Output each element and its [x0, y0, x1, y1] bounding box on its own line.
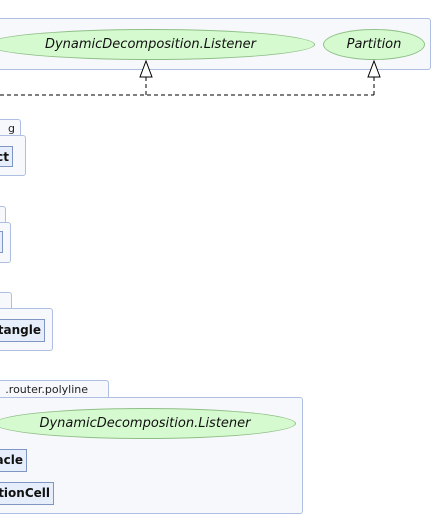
interface-label: DynamicDecomposition.Listener [39, 416, 251, 431]
package-name: .router.polyline [5, 383, 88, 396]
class-node[interactable]: ct [0, 146, 13, 167]
class-label: tangle [0, 323, 41, 337]
class-label: acle [0, 453, 23, 467]
class-label: tionCell [0, 486, 50, 500]
class-node[interactable]: tionCell [0, 482, 54, 505]
package-tab[interactable] [0, 292, 12, 309]
realization-arrowhead-icon [139, 59, 153, 78]
interface-label: Partition [346, 37, 402, 52]
package-tab[interactable]: g [0, 119, 21, 136]
package-2[interactable] [0, 222, 11, 263]
class-node[interactable] [0, 231, 3, 253]
interface-label: DynamicDecomposition.Listener [44, 37, 257, 52]
package-name: g [8, 122, 15, 135]
package-tab[interactable] [0, 206, 6, 223]
class-label: ct [0, 150, 9, 164]
interface-dynamic-decomposition-listener[interactable]: DynamicDecomposition.Listener [0, 408, 296, 439]
class-node[interactable]: acle [0, 449, 27, 472]
interface-partition[interactable]: Partition [323, 29, 425, 60]
interface-dynamic-decomposition-listener[interactable]: DynamicDecomposition.Listener [0, 29, 315, 60]
package-tab[interactable]: .router.polyline [0, 380, 109, 398]
class-node[interactable]: tangle [0, 319, 45, 342]
realization-arrowhead-icon [367, 59, 381, 78]
